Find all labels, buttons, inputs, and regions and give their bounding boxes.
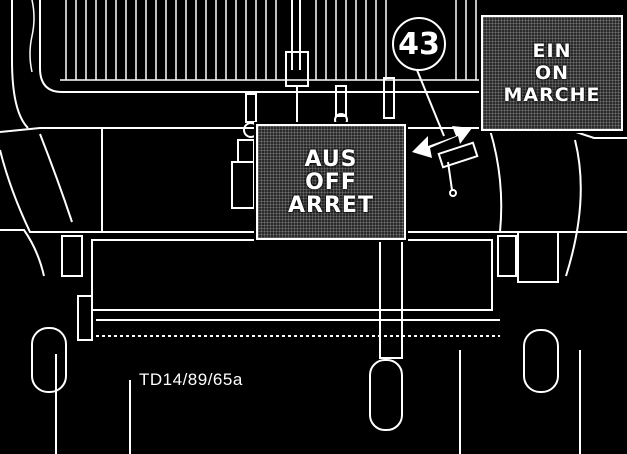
on-sign-line-3: MARCHE bbox=[503, 84, 601, 106]
leg-bracket-left bbox=[61, 235, 83, 277]
off-sign: AUS OFF ARRET bbox=[254, 122, 408, 242]
off-sign-line-3: ARRET bbox=[288, 192, 374, 218]
body-contour-right bbox=[489, 129, 503, 233]
right-leg-lines bbox=[459, 350, 581, 454]
callout-number: 43 bbox=[392, 17, 446, 71]
leg-bracket-right bbox=[497, 235, 517, 277]
switch-lever-icon bbox=[437, 141, 479, 197]
cable-line bbox=[29, 0, 35, 73]
body-top-edge-left bbox=[0, 127, 256, 133]
on-sign-line-2: ON bbox=[534, 62, 570, 84]
on-sign: EIN ON MARCHE bbox=[479, 13, 625, 133]
reference-code: TD14/89/65a bbox=[139, 370, 243, 389]
body-bottom-edge bbox=[0, 149, 627, 233]
left-leg-lines bbox=[55, 354, 131, 454]
central-pull-lever bbox=[285, 0, 309, 124]
callout-leader-line bbox=[416, 69, 445, 137]
front-fender-left bbox=[0, 229, 45, 277]
central-column bbox=[379, 237, 403, 359]
rear-grille bbox=[60, 0, 480, 81]
off-sign-line-2: OFF bbox=[305, 169, 357, 195]
wheel-center bbox=[369, 359, 403, 431]
on-sign-line-1: EIN bbox=[532, 40, 572, 62]
wheel-left bbox=[31, 327, 67, 393]
frame-bracket-left bbox=[77, 295, 93, 341]
wheel-right bbox=[523, 329, 559, 393]
double-arrow-icon bbox=[412, 126, 472, 158]
off-sign-line-1: AUS bbox=[304, 146, 358, 172]
front-fender-right bbox=[565, 139, 582, 277]
housing-left-edge bbox=[11, 0, 29, 129]
side-box-right bbox=[517, 231, 559, 283]
housing-inner-edge bbox=[39, 0, 480, 93]
lower-frame bbox=[91, 239, 493, 311]
control-knobs bbox=[231, 77, 395, 209]
body-contour bbox=[39, 133, 73, 223]
